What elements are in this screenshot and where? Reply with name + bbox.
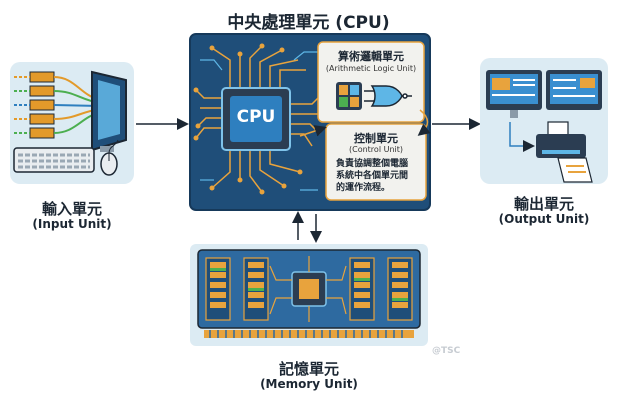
memory-module bbox=[190, 244, 428, 346]
memory-chips bbox=[205, 257, 413, 321]
diagram-title: 中央處理單元 (CPU) bbox=[227, 13, 390, 33]
alu-english: (Arithmetic Logic Unit) bbox=[325, 64, 417, 73]
output-unit-label: 輸出單元 bbox=[513, 195, 574, 213]
control-title: 控制單元 bbox=[354, 132, 398, 145]
control-description-line: 的運作流程。 bbox=[336, 183, 391, 193]
input-monitor bbox=[91, 70, 127, 152]
output-unit-english: (Output Unit) bbox=[498, 212, 590, 226]
cpu-chip bbox=[221, 87, 291, 151]
calculator-icon bbox=[336, 82, 362, 110]
control-panel bbox=[325, 123, 427, 201]
monitor-printer-arrow bbox=[509, 122, 535, 152]
memory-contact-pins bbox=[204, 330, 414, 338]
cpu-trace-dots bbox=[193, 43, 303, 195]
input-data-blocks bbox=[14, 71, 101, 139]
input-mouse bbox=[100, 139, 119, 176]
memory-controller-chip bbox=[269, 256, 347, 322]
output-unit-illustration bbox=[480, 58, 608, 184]
cpu-blue-traces bbox=[200, 51, 318, 191]
control-english: (Control Unit) bbox=[349, 145, 403, 154]
control-description-line: 系統中各個單元間 bbox=[336, 171, 409, 181]
chip-control-arrow bbox=[299, 125, 327, 137]
memory-pin-gaps bbox=[209, 330, 403, 338]
output-second-screen bbox=[546, 70, 602, 110]
alu-title: 算術邏輯單元 bbox=[338, 50, 404, 63]
watermark: @TSC bbox=[432, 346, 461, 356]
cpu-circuit-traces bbox=[195, 45, 321, 193]
logic-gate-icon bbox=[364, 85, 412, 107]
control-description-line: 負責協調整個電腦 bbox=[336, 159, 409, 169]
control-description: 負責協調整個電腦 系統中各個單元間 的運作流程。 bbox=[336, 158, 424, 194]
memory-unit-english: (Memory Unit) bbox=[260, 377, 358, 391]
output-monitor bbox=[486, 70, 542, 118]
input-keyboard bbox=[13, 147, 95, 173]
printer-icon bbox=[536, 121, 593, 183]
alu-panel bbox=[317, 41, 425, 123]
memory-unit-label: 記憶單元 bbox=[278, 360, 339, 378]
input-unit-english: (Input Unit) bbox=[32, 217, 112, 231]
input-unit-label: 輸入單元 bbox=[41, 200, 102, 218]
alu-control-arrow-down bbox=[417, 109, 431, 136]
input-unit-illustration bbox=[10, 62, 134, 184]
cpu-chip-label: CPU bbox=[236, 107, 276, 127]
